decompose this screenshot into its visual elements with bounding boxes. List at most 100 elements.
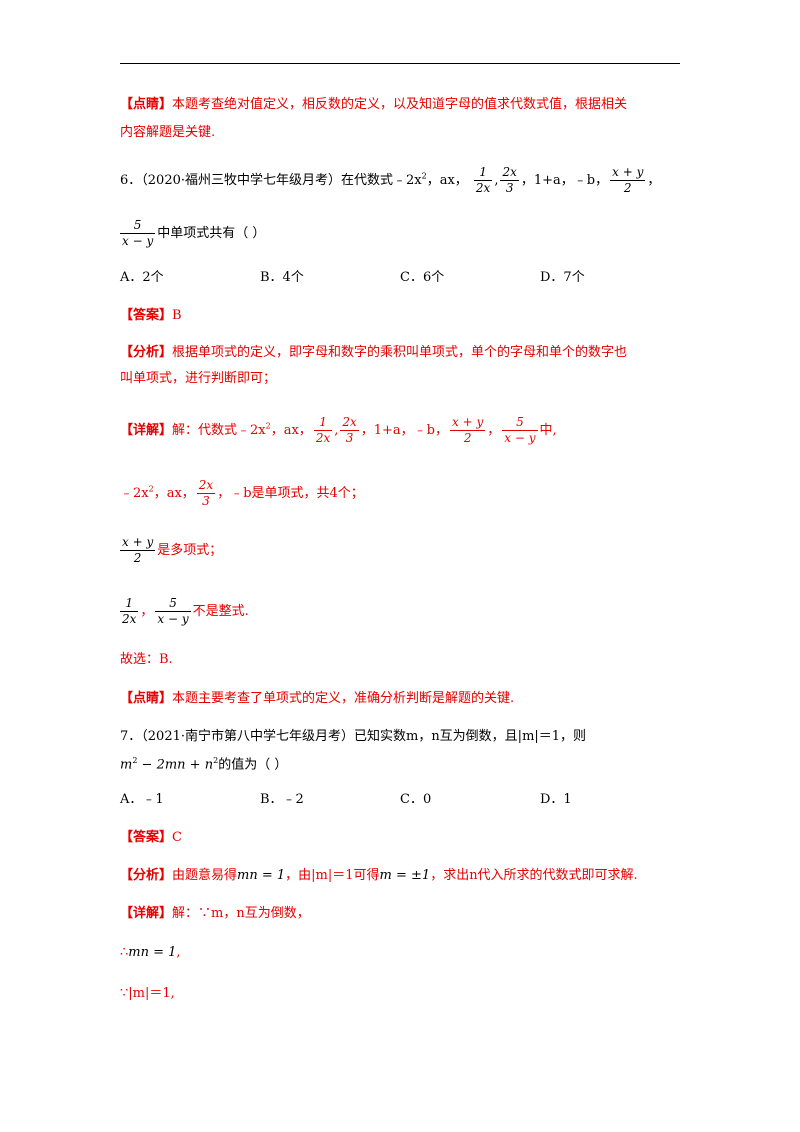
frac-num: 5	[155, 596, 191, 612]
q7-option-b: B．﹣2	[260, 792, 304, 807]
choice-text: 故选：B.	[120, 652, 173, 667]
analysis-6-cont: 叫单项式，进行判断即可；	[120, 369, 276, 389]
header-rule	[120, 63, 680, 64]
point-note-6: 【点睛】本题主要考查了单项式的定义，准确分析判断是解题的关键.	[120, 689, 514, 709]
frac-den: 3	[345, 431, 354, 445]
point-text: 本题主要考查了单项式的定义，准确分析判断是解题的关键.	[172, 691, 515, 706]
analysis-tag: 【分析】	[120, 868, 173, 883]
frac-num: 1	[473, 165, 493, 181]
q6-option-b: B．4个	[260, 270, 304, 285]
q7-option-d: D．1	[540, 792, 572, 807]
detail-7-line-3: ∵|m|＝1,	[120, 984, 175, 1004]
analysis-text-cont: 叫单项式，进行判断即可；	[120, 371, 277, 386]
frac-num: 1	[313, 415, 333, 431]
detail-text: 解：∵m，n互为倒数，	[172, 906, 310, 921]
detail-text: ﹣2x	[120, 486, 149, 501]
q7-tail: 的值为（ ）	[218, 757, 288, 773]
frac-num: 2x	[340, 415, 359, 431]
question-7: 7．（2021·南宁市第八中学七年级月考）已知实数m，n互为倒数，且|m|＝1，…	[120, 727, 586, 747]
q7-expr: m	[120, 757, 133, 773]
frac-den: x − y	[157, 612, 189, 626]
point-text: 本题考查绝对值定义，相反数的定义，以及知道字母的值求代数式值，根据相关	[172, 97, 628, 112]
frac-den: x − y	[122, 234, 154, 248]
frac-den: 2x	[315, 431, 331, 445]
detail-math: mn = 1	[128, 945, 177, 960]
frac-num: x + y	[450, 415, 486, 431]
detail-text: 中,	[539, 423, 557, 438]
detail-tag: 【详解】	[120, 906, 173, 921]
analysis-7: 【分析】由题意易得mn = 1，由|m|＝1可得m = ±1，求出n代入所求的代…	[120, 866, 638, 886]
analysis-math: mn = 1	[237, 868, 286, 883]
point-text-cont: 内容解题是关键.	[120, 125, 216, 140]
answer-6: 【答案】B	[120, 306, 182, 326]
question-7-cont: m2 − 2mn + n2的值为（ ）	[120, 751, 287, 775]
analysis-math: m = ±1	[379, 868, 431, 883]
detail-sep: ，	[140, 604, 154, 619]
detail-text: ∴	[120, 945, 129, 960]
q7-option-a: A．﹣1	[120, 792, 164, 807]
q6-text-end: ，	[647, 173, 661, 188]
answer-text: C	[172, 830, 182, 845]
point-tag: 【点睛】	[120, 691, 173, 706]
detail-text: 不是整式.	[192, 604, 249, 619]
frac-num: 2x	[500, 165, 519, 181]
frac-den: 3	[202, 494, 210, 508]
q6-exp: 2	[421, 171, 427, 181]
detail-text: ，	[487, 423, 501, 438]
q7-text: 7．（2021·南宁市第八中学七年级月考）已知实数m，n互为倒数，且|m|＝1，…	[120, 729, 587, 744]
q6-text-mid2: ，1+a，﹣b，	[520, 173, 609, 188]
detail-text: ∵|m|＝1,	[120, 986, 175, 1001]
frac-num: x + y	[610, 165, 646, 181]
frac-num: 1	[120, 596, 139, 612]
q7-options: A．﹣1 B．﹣2 C．0 D．1	[120, 790, 680, 810]
analysis-text: ，由|m|＝1可得	[285, 868, 380, 883]
detail-text: 解：代数式﹣2x	[172, 423, 266, 438]
frac-den: x − y	[504, 431, 536, 445]
q6-text: 6．（2020·福州三牧中学七年级月考）在代数式﹣2x	[120, 173, 422, 188]
frac-den: 2	[463, 431, 472, 445]
q7-exp: 2	[132, 756, 138, 765]
q6-option-a: A．2个	[120, 270, 164, 285]
q7-exp: 2	[213, 756, 219, 765]
point-note-prev-cont: 内容解题是关键.	[120, 123, 215, 143]
answer-text: B	[172, 308, 182, 323]
detail-text: ,	[176, 945, 181, 960]
point-note-prev: 【点睛】本题考查绝对值定义，相反数的定义，以及知道字母的值求代数式值，根据相关	[120, 95, 627, 115]
frac-den: 2	[623, 181, 632, 195]
detail-7-line-2: ∴mn = 1,	[120, 943, 181, 963]
analysis-text: 由题意易得	[172, 868, 238, 883]
analysis-text: ，求出n代入所求的代数式即可求解.	[430, 868, 638, 883]
detail-text: ，ax，	[153, 486, 195, 501]
frac-num: 2x	[196, 478, 216, 494]
q6-sep: ,	[494, 173, 499, 188]
frac-num: 5	[502, 415, 538, 431]
answer-7: 【答案】C	[120, 828, 182, 848]
analysis-tag: 【分析】	[120, 345, 173, 360]
q6-text-mid: ，ax，	[426, 173, 468, 188]
analysis-text: 根据单项式的定义，即字母和数字的乘积叫单项式，单个的字母和单个的数字也	[172, 345, 628, 360]
q7-expr: − 2mn + n	[137, 757, 214, 773]
frac-den: 2x	[475, 181, 491, 195]
q7-option-c: C．0	[400, 792, 432, 807]
point-tag: 【点睛】	[120, 97, 173, 112]
frac-num: 5	[120, 218, 156, 234]
detail-sep: ,	[334, 423, 339, 438]
analysis-6: 【分析】根据单项式的定义，即字母和数字的乘积叫单项式，单个的字母和单个的数字也	[120, 343, 627, 363]
detail-7-line-1: 【详解】解：∵m，n互为倒数，	[120, 904, 310, 924]
q6-option-d: D．7个	[540, 270, 585, 285]
